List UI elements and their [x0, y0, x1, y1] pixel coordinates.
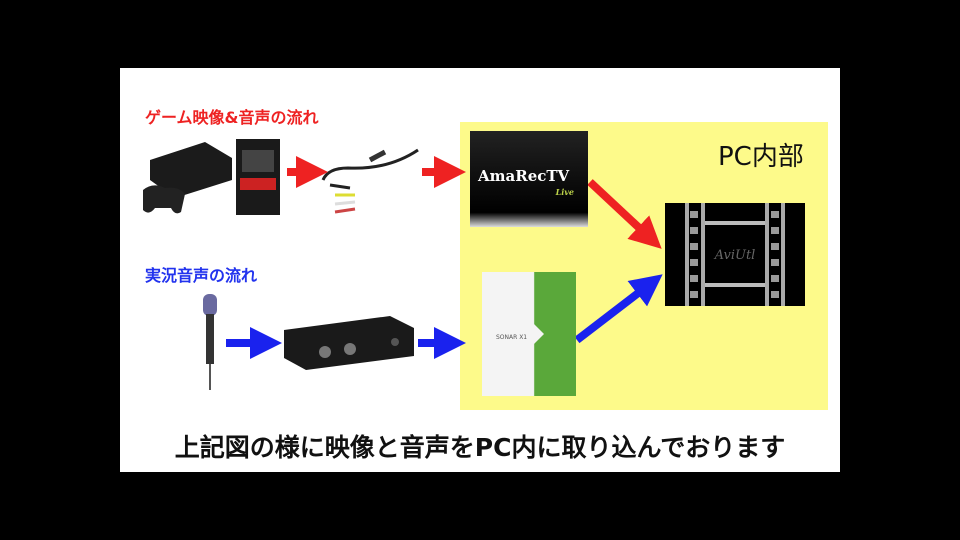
voice-flow-title: 実況音声の流れ: [145, 266, 258, 285]
red-arrow-to-encoder: [587, 179, 662, 249]
sonar-name: SONAR X1: [496, 334, 528, 341]
amarectv-name: AmaRecTV: [478, 167, 570, 185]
pc-section-label: PC内部: [718, 142, 804, 172]
amarectv-logo: AmaRecTV Live: [470, 131, 588, 227]
sonar-box-image: SONAR X1: [482, 272, 576, 396]
capture-cable-image: [321, 148, 419, 214]
amarectv-edition: Live: [555, 187, 574, 197]
film-strip-icon: AviUtl: [685, 203, 785, 306]
aviutl-film-logo: AviUtl: [665, 203, 805, 306]
blue-arrow-to-encoder: [574, 274, 663, 344]
microphone-image: [203, 294, 217, 390]
capture-device-package-image: [236, 139, 280, 215]
aviutl-name: AviUtl: [714, 248, 756, 263]
game-console-image: [143, 142, 232, 214]
audio-interface-image: [284, 316, 414, 370]
caption: 上記図の様に映像と音声をPC内に取り込んでおります: [174, 433, 786, 462]
game-flow-title: ゲーム映像&音声の流れ: [145, 108, 319, 127]
